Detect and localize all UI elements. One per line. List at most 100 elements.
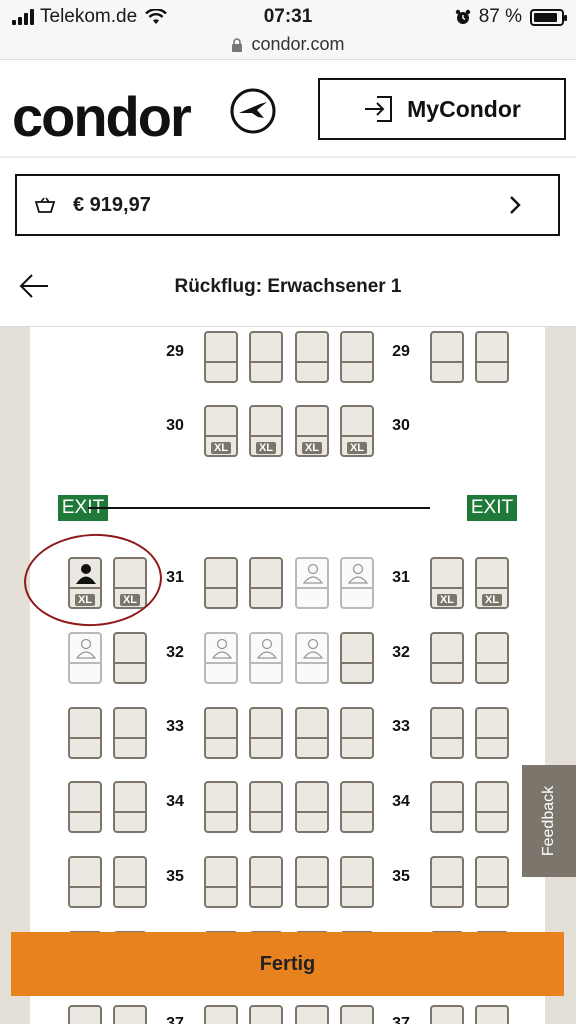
seat[interactable] bbox=[204, 707, 238, 759]
chevron-right-icon bbox=[510, 196, 521, 214]
status-left: Telekom.de bbox=[12, 6, 168, 28]
seat[interactable] bbox=[113, 1005, 147, 1024]
page-title-row: Rückflug: Erwachsener 1 bbox=[0, 262, 576, 312]
site-header: condor MyCondor bbox=[0, 62, 576, 158]
seat[interactable] bbox=[475, 1005, 509, 1024]
seat[interactable] bbox=[340, 707, 374, 759]
seat[interactable] bbox=[340, 856, 374, 908]
battery-icon bbox=[530, 8, 567, 26]
lock-icon bbox=[232, 37, 243, 52]
wifi-icon bbox=[145, 9, 168, 24]
mycondor-button[interactable]: MyCondor bbox=[318, 78, 566, 140]
passenger-occupied-icon bbox=[303, 638, 323, 659]
feedback-tab[interactable]: Feedback bbox=[522, 765, 576, 877]
xl-label: XL bbox=[251, 442, 281, 454]
seat[interactable] bbox=[295, 856, 329, 908]
seat[interactable] bbox=[430, 632, 464, 684]
seat[interactable] bbox=[249, 1005, 283, 1024]
seat[interactable] bbox=[113, 632, 147, 684]
seat[interactable] bbox=[204, 781, 238, 833]
seat-xl[interactable]: XL bbox=[340, 405, 374, 457]
back-arrow-icon[interactable] bbox=[18, 270, 50, 302]
seat[interactable] bbox=[475, 632, 509, 684]
seat[interactable] bbox=[340, 1005, 374, 1024]
seat[interactable] bbox=[68, 707, 102, 759]
seat[interactable] bbox=[204, 557, 238, 609]
basket-icon bbox=[35, 197, 55, 213]
seat[interactable] bbox=[340, 632, 374, 684]
seat[interactable] bbox=[430, 856, 464, 908]
seat[interactable] bbox=[249, 781, 283, 833]
seat[interactable] bbox=[430, 707, 464, 759]
feedback-label: Feedback bbox=[540, 785, 558, 857]
status-right: 87 % bbox=[455, 6, 567, 28]
seat[interactable] bbox=[113, 707, 147, 759]
seat-xl[interactable]: XL bbox=[475, 557, 509, 609]
seat[interactable] bbox=[249, 557, 283, 609]
seat-xl[interactable]: XL bbox=[204, 405, 238, 457]
seat[interactable] bbox=[295, 1005, 329, 1024]
row-number: 29 bbox=[392, 343, 410, 360]
seat-xl[interactable]: XL bbox=[430, 557, 464, 609]
seat[interactable] bbox=[113, 856, 147, 908]
condor-logo[interactable]: condor bbox=[12, 85, 192, 148]
mycondor-label: MyCondor bbox=[407, 95, 521, 122]
row-number: 29 bbox=[166, 343, 184, 360]
row-number: 34 bbox=[392, 793, 410, 810]
row-number: 31 bbox=[166, 569, 184, 586]
seat[interactable] bbox=[430, 331, 464, 383]
seat[interactable] bbox=[295, 707, 329, 759]
battery-fill bbox=[534, 12, 557, 22]
basket-summary-button[interactable]: € 919,97 bbox=[15, 174, 560, 236]
row-number: 32 bbox=[392, 644, 410, 661]
exit-sign-right: EXIT bbox=[467, 495, 517, 521]
xl-label: XL bbox=[297, 442, 327, 454]
seat[interactable] bbox=[295, 781, 329, 833]
alarm-icon bbox=[455, 9, 470, 24]
seat-occupied bbox=[295, 557, 329, 609]
seat-map[interactable]: 29 29 30 30 XL XL XL XL EXIT EXIT 31 31 … bbox=[0, 326, 576, 1024]
seat[interactable] bbox=[68, 856, 102, 908]
login-icon bbox=[365, 96, 393, 122]
url-text: condor.com bbox=[251, 34, 345, 54]
seat-xl[interactable]: XL bbox=[249, 405, 283, 457]
seat[interactable] bbox=[340, 781, 374, 833]
seat-occupied bbox=[295, 632, 329, 684]
seat[interactable] bbox=[68, 781, 102, 833]
cabin bbox=[30, 327, 545, 1024]
url-bar[interactable]: condor.com bbox=[0, 30, 576, 60]
status-time: 07:31 bbox=[263, 6, 313, 27]
passenger-occupied-icon bbox=[76, 638, 96, 659]
exit-sign-left: EXIT bbox=[58, 495, 108, 521]
xl-label: XL bbox=[70, 594, 100, 606]
seat-selected-xl[interactable]: XL bbox=[68, 557, 102, 609]
seat[interactable] bbox=[113, 781, 147, 833]
row-number: 35 bbox=[166, 868, 184, 885]
exit-row-divider bbox=[88, 507, 430, 509]
xl-label: XL bbox=[342, 442, 372, 454]
seat[interactable] bbox=[249, 331, 283, 383]
seat[interactable] bbox=[204, 856, 238, 908]
seat[interactable] bbox=[68, 1005, 102, 1024]
seat-occupied bbox=[249, 632, 283, 684]
seat[interactable] bbox=[204, 1005, 238, 1024]
row-number: 31 bbox=[392, 569, 410, 586]
seat[interactable] bbox=[430, 1005, 464, 1024]
seat[interactable] bbox=[249, 856, 283, 908]
seat[interactable] bbox=[475, 781, 509, 833]
seat[interactable] bbox=[249, 707, 283, 759]
seat[interactable] bbox=[204, 331, 238, 383]
seat[interactable] bbox=[475, 856, 509, 908]
passenger-occupied-icon bbox=[257, 638, 277, 659]
seat[interactable] bbox=[430, 781, 464, 833]
seat[interactable] bbox=[475, 707, 509, 759]
seat-xl[interactable]: XL bbox=[113, 557, 147, 609]
page-title: Rückflug: Erwachsener 1 bbox=[174, 276, 402, 297]
seat[interactable] bbox=[340, 331, 374, 383]
seat[interactable] bbox=[295, 331, 329, 383]
seat-xl[interactable]: XL bbox=[295, 405, 329, 457]
passenger-occupied-icon bbox=[303, 563, 323, 584]
row-number: 37 bbox=[392, 1015, 410, 1024]
seat[interactable] bbox=[475, 331, 509, 383]
done-button[interactable]: Fertig bbox=[11, 932, 564, 996]
